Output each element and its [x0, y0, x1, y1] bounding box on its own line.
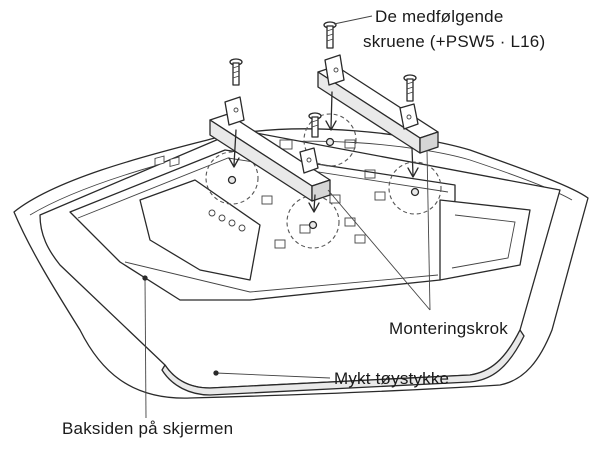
mounting-hook-label: Monteringskrok: [389, 319, 509, 338]
right-step-detail: [451, 214, 516, 269]
panel-edge: [161, 329, 525, 396]
connector-ports: [154, 155, 246, 232]
back-of-screen-label: Baksiden på skjermen: [62, 419, 234, 438]
soft-cloth-label: Mykt tøystykke: [334, 369, 450, 388]
insertion-arrows: [228, 91, 419, 213]
screw-left: [229, 58, 243, 86]
screws-label-line2: skruene (+PSW5 · L16): [363, 32, 546, 51]
right-mounting-bracket: [317, 54, 439, 154]
leader-lines: [142, 15, 431, 419]
cloth-inner-edge: [29, 140, 573, 216]
screws-label-line1: De medfølgende: [375, 7, 504, 26]
rear-vents: [261, 139, 386, 249]
right-step: [439, 199, 531, 281]
screw-top-center: [323, 21, 337, 49]
screw-right: [403, 74, 417, 102]
chassis-groove: [77, 157, 449, 219]
chassis-groove-2: [124, 261, 439, 293]
mounting-holes: [227, 137, 420, 230]
connector-panel: [139, 179, 261, 281]
screw-middle: [308, 112, 322, 138]
